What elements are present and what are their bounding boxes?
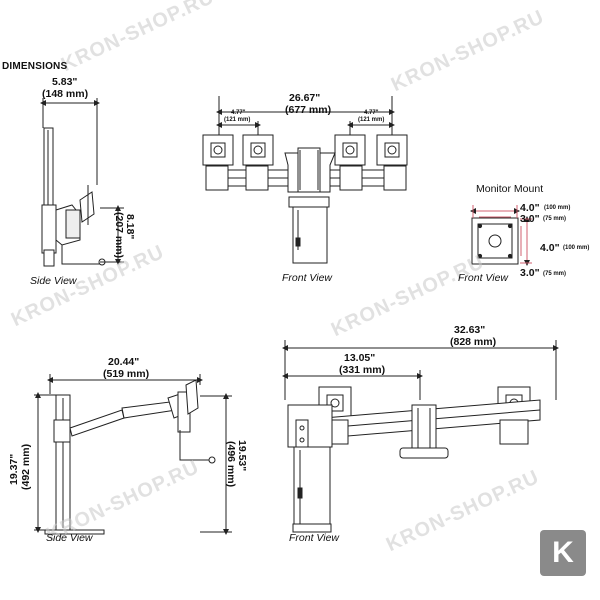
mount-w-inner-mm: (75 mm) (543, 216, 567, 222)
top-front-width-mm: (677 mm) (285, 104, 332, 116)
brand-badge: K (540, 530, 586, 576)
bottom-front-half-in: 13.05" (344, 352, 376, 364)
top-side-height-mm: (207 mm) (113, 212, 125, 259)
mount-caption: Front View (458, 272, 508, 284)
mount-w-outer-mm: (100 mm) (544, 205, 571, 211)
top-front-right-spacing-mm: (121 mm) (358, 117, 385, 123)
top-side-width-mm: (148 mm) (42, 88, 89, 100)
mount-h-inner-in: 3.0" (520, 267, 540, 279)
monitor-mount-drawing (470, 205, 532, 266)
bottom-front-half-mm: (331 mm) (339, 364, 386, 376)
top-side-width-in: 5.83" (52, 76, 78, 88)
mount-h-outer-mm: (100 mm) (563, 245, 590, 251)
mount-h-inner-mm: (75 mm) (543, 271, 567, 277)
top-front-left-spacing-mm: (121 mm) (224, 117, 251, 123)
diagram-title: DIMENSIONS (2, 61, 68, 72)
bottom-side-right-h-mm: (496 mm) (225, 441, 237, 488)
bottom-side-left-h-mm: (492 mm) (20, 443, 32, 490)
mount-w-outer-in: 4.0" (520, 202, 540, 214)
bottom-side-reach-in: 20.44" (108, 356, 140, 368)
bottom-front-width-in: 32.63" (454, 324, 486, 336)
bottom-front-width-mm: (828 mm) (450, 336, 497, 348)
monitor-mount-title: Monitor Mount (476, 183, 544, 195)
bottom-side-reach-mm: (519 mm) (103, 368, 150, 380)
brand-badge-letter: K (552, 536, 574, 569)
mount-w-inner-in: 3.0" (520, 213, 540, 225)
top-front-right-spacing-in: 4.77" (364, 110, 379, 116)
mount-h-outer-in: 4.0" (540, 242, 560, 254)
bottom-side-right-h-in: 19.53" (236, 440, 248, 472)
bottom-front-view-drawing (282, 340, 559, 533)
top-front-left-spacing-in: 4.77" (231, 110, 246, 116)
top-front-view-drawing (202, 96, 408, 264)
bottom-side-view-drawing (34, 374, 232, 535)
bottom-side-left-h-in: 19.37" (8, 453, 20, 485)
top-side-caption: Side View (30, 275, 77, 287)
bottom-side-caption: Side View (46, 532, 93, 544)
top-side-view-drawing (40, 98, 124, 267)
top-side-height-in: 8.18" (124, 214, 136, 240)
top-front-width-in: 26.67" (289, 92, 321, 104)
bottom-front-caption: Front View (289, 532, 339, 544)
top-front-caption: Front View (282, 272, 332, 284)
